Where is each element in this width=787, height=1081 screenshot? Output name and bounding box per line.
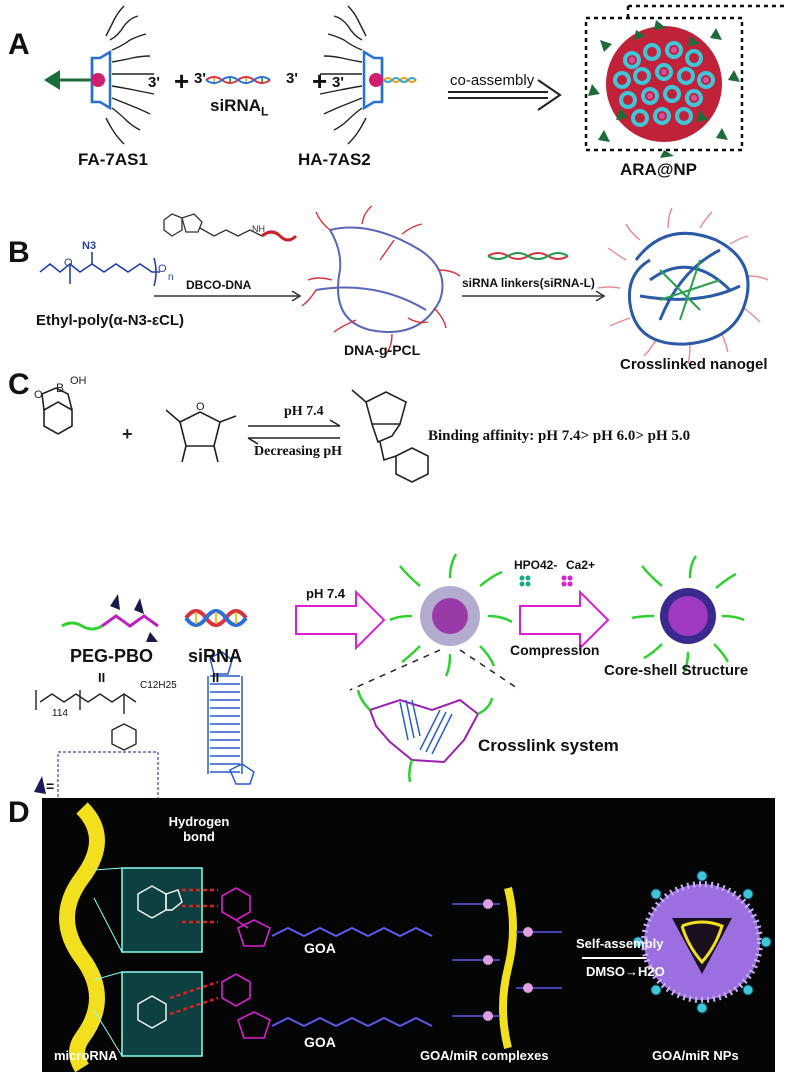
crosslinked-ball [389,553,513,677]
hbond-label: Hydrogen bond [168,814,230,844]
hpo4-label: HPO42- [514,558,558,572]
panel-d-label: D [8,796,30,829]
sirna-c-label: siRNA [188,646,243,666]
panel-d: Hydrogen bond GOA GOA microRNA GOA/miR c… [42,798,775,1073]
fa-7as1-structure [44,5,155,145]
sirna-label: siRNAL [210,96,268,118]
linker-label: siRNA linkers(siRNA-L) [462,276,595,290]
boronate-ester [351,389,429,483]
core-shell-ball [631,555,745,673]
co-assembly-label: co-assembly [450,72,535,89]
binding-affinity: Binding affinity: pH 7.4> pH 6.0> pH 5.0 [428,428,691,444]
panel-a: A [0,0,787,200]
hydrogen-bonds [169,888,219,1016]
peg-pbo-chain [61,594,159,642]
three-prime-3: 3' [286,70,298,87]
panel-c: C B OH O + O [0,368,787,803]
peg-pbo-ii: II [98,670,106,685]
svg-text:O: O [158,263,167,275]
dbco-dna-label: DBCO-DNA [186,278,252,292]
peg-pbo-structure [35,690,137,751]
goa-mir-np [632,870,772,1014]
n114-label: 114 [52,708,68,719]
panel-b-graphics: O O n NH [39,205,769,365]
svg-text:O: O [196,401,205,413]
zoom-box-bottom [121,971,203,1057]
dna-grafts [301,205,461,355]
crosslinked-nanogel [597,207,769,365]
peg-pbo-label: PEG-PBO [70,646,154,666]
svg-text:O: O [64,257,73,269]
microrna-helix [59,802,105,1073]
solvent-label: DMSO→H2O [586,964,665,979]
panel-b-label: B [8,236,30,269]
panel-a-graphics [44,4,787,158]
sirna-subscript: L [261,104,269,119]
svg-text:n: n [168,272,174,283]
three-prime-2: 3' [194,70,206,87]
svg-text:NH: NH [252,224,265,234]
ca-label: Ca2+ [566,558,596,572]
core-shell-label: Core-shell Structure [604,662,749,679]
c12-label: C12H25 [140,680,177,691]
goa-mir-complexes [452,887,562,1049]
mix-arrow [295,589,386,651]
legend-box [57,751,159,803]
sirna-helix [184,609,248,627]
zoom-box-top [121,867,203,953]
microrna-label: microRNA [54,1048,118,1063]
ph-forward-label: pH 7.4 [284,404,324,419]
goa-top-label: GOA [304,940,336,956]
compression-label: Compression [510,642,600,658]
sirna-ii: II [212,670,220,685]
n3-label: N3 [82,240,97,252]
fa-7as1-label: FA-7AS1 [78,150,148,169]
ha-7as2-structure [319,5,417,145]
dna-g-pcl-label: DNA-g-PCL [344,342,421,358]
dbco-reagent: NH [163,213,298,242]
sirna-text: siRNA [210,96,262,115]
ara-np-particle [584,4,787,158]
crosslink-label: Crosslink system [478,736,619,755]
three-prime-1: 3' [148,74,160,91]
ribose: O [165,401,237,463]
ph-back-label: Decreasing pH [254,444,343,459]
goa-bottom-label: GOA [304,1034,336,1050]
nanogel-label: Crosslinked nanogel [620,356,768,373]
panel-c-graphics: B OH O + O [34,375,745,803]
svg-text:O: O [34,389,43,401]
svg-text:OH: OH [70,375,87,387]
polymer-structure: O O n [39,252,174,287]
plus-2: + [312,66,328,96]
polymer-label: Ethyl-poly(α-N3-εCL) [36,312,184,329]
ara-np-label: ARA@NP [620,160,698,179]
svg-text:B: B [56,381,64,395]
sirna-linker [487,252,569,260]
ph-mix-label: pH 7.4 [306,586,346,601]
panel-d-graphics [59,802,772,1073]
panel-c-label: C [8,368,30,401]
dna-g-pcl-network [315,226,444,333]
goa-bottom [221,973,271,1039]
sirna-duplex [205,76,271,84]
crosslink-system [356,689,494,783]
compression-arrow [519,589,610,651]
plus-1: + [174,66,190,96]
benzoxaborole: B OH O [34,375,87,435]
panel-a-label: A [8,28,30,61]
co-assembly-arrow [448,79,562,111]
nps-label: GOA/miR NPs [652,1048,739,1063]
three-prime-4: 3' [332,74,344,91]
equals-label: = [46,778,55,794]
goa-top [221,887,271,947]
self-assembly-label: Self-assembly [576,936,664,951]
complexes-label: GOA/miR complexes [420,1048,549,1063]
sirna-hairpin [207,651,255,785]
ha-7as2-label: HA-7AS2 [298,150,371,169]
svg-text:+: + [122,424,133,444]
panel-b: B O O n NH [0,200,787,380]
